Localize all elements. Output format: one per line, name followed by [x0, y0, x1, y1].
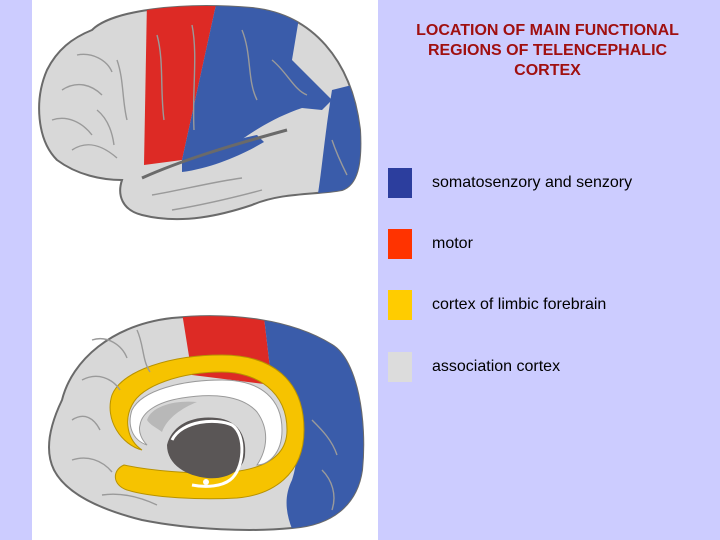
medial-mammillary-body	[203, 479, 209, 485]
legend-label-association: association cortex	[432, 358, 561, 375]
legend-item-somatosensory: somatosenzory and senzory	[388, 168, 708, 198]
legend-label-limbic: cortex of limbic forebrain	[432, 296, 607, 313]
legend-item-motor: motor	[388, 229, 708, 259]
medial-fornix	[170, 419, 244, 488]
legend-swatch-limbic	[388, 290, 412, 320]
legend-item-limbic: cortex of limbic forebrain	[388, 290, 708, 320]
legend-item-association: association cortex	[388, 352, 708, 382]
lateral-temporal-auditory-region	[182, 135, 264, 172]
lateral-fissure	[141, 128, 288, 180]
legend-swatch-motor	[388, 229, 412, 259]
medial-limbic-region	[109, 354, 305, 500]
lateral-gyri	[51, 24, 348, 211]
legend-label-somatosensory: somatosenzory and senzory	[432, 174, 633, 191]
legend-swatch-association	[388, 352, 412, 382]
lateral-brain-view	[38, 5, 362, 221]
medial-brain-view	[47, 315, 365, 531]
medial-inner-gray	[147, 401, 197, 432]
slide-title: LOCATION OF MAIN FUNCTIONAL REGIONS OF T…	[416, 22, 679, 79]
lateral-motor-region	[144, 6, 217, 165]
medial-gyri	[71, 329, 338, 511]
medial-corpus-callosum	[129, 379, 283, 466]
legend-label-motor: motor	[432, 235, 473, 252]
brain-illustrations	[38, 5, 365, 531]
lateral-somatosensory-region	[182, 6, 332, 160]
brain-figure-panel	[32, 0, 378, 540]
legend-swatch-somatosensory	[388, 168, 412, 198]
medial-diencephalon	[167, 417, 246, 479]
